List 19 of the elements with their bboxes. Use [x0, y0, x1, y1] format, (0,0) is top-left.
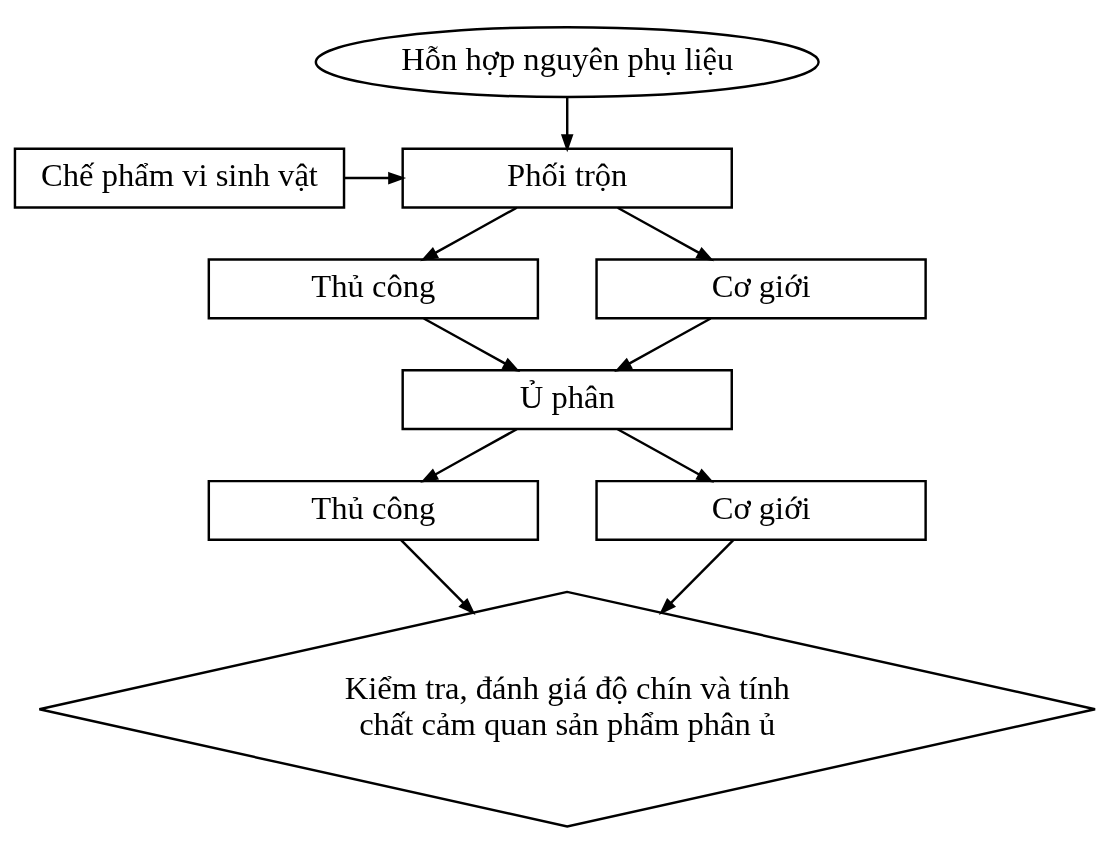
arrow	[614, 316, 712, 372]
arrow	[420, 427, 518, 483]
node-box: Ủ phân	[401, 368, 733, 430]
node-box: Cơ giới	[595, 479, 927, 541]
node-box: Phối trộn	[401, 147, 733, 209]
arrow	[560, 96, 574, 152]
arrow	[423, 316, 521, 372]
arrow	[617, 427, 715, 483]
node-box: Thủ công	[207, 257, 540, 319]
node-box: Chế phẩm vi sinh vật	[13, 147, 346, 209]
arrow	[400, 538, 476, 615]
node-box: Thủ công	[207, 479, 540, 541]
arrow	[658, 538, 735, 615]
node-ellipse: Hỗn hợp nguyên phụ liệu	[314, 25, 820, 98]
arrow	[420, 206, 518, 261]
node-box: Cơ giới	[595, 257, 927, 319]
arrow	[344, 171, 407, 184]
arrow	[617, 206, 715, 261]
node-diamond: Kiểm tra, đánh giá độ chín và tính chất cảm quan sản phẩm phân ủ	[38, 590, 1097, 828]
